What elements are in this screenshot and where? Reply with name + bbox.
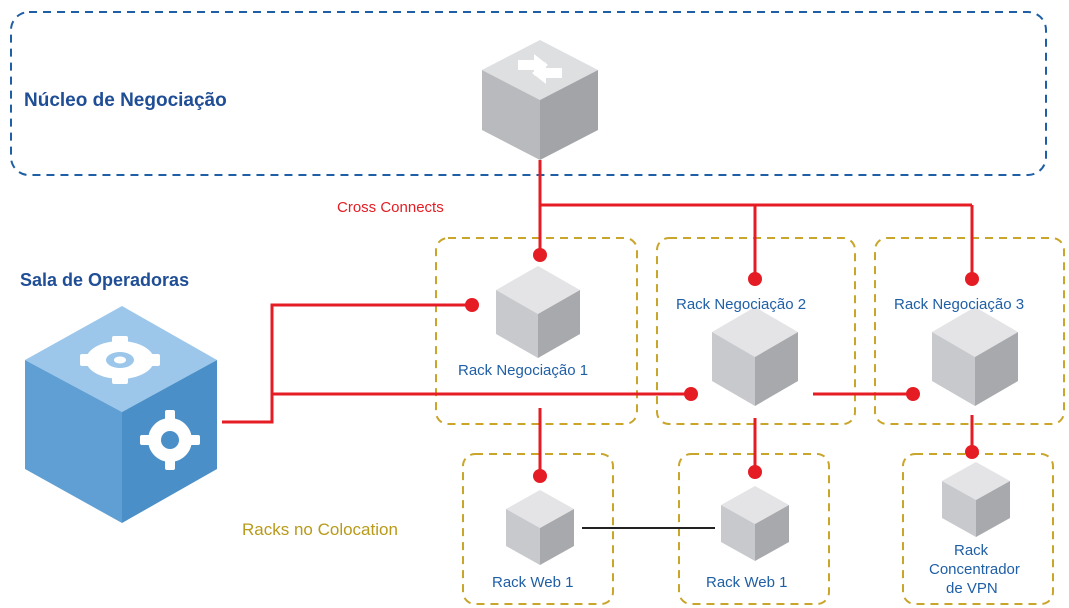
gear-server-icon [25,306,217,523]
rack-label-negociacao-1: Rack Negociação 1 [458,362,589,379]
rack-label-web-1a: Rack Web 1 [492,574,574,591]
rack-label-negociacao-3: Rack Negociação 3 [894,296,1025,313]
operators-zone-title: Sala de Operadoras [20,270,190,290]
core-zone-title: Núcleo de Negociação [24,90,227,111]
rack-label-vpn-line2: Concentrador [929,561,1020,578]
colocation-label: Racks no Colocation [242,520,398,539]
link-endpoints [465,248,979,483]
rack-cube-icon [721,486,789,561]
rack-label-vpn-line1: Rack [954,542,989,559]
cross-connects-label: Cross Connects [337,199,444,216]
rack-label-negociacao-2: Rack Negociação 2 [676,296,807,313]
rack-label-vpn-line3: de VPN [946,580,998,597]
core-zone-border [10,11,1047,176]
rack-cube-icon [496,266,580,358]
rack-cube-icon [942,462,1010,537]
rack-zone-web-1a [462,453,614,605]
rack-cube-icon [712,307,798,406]
network-switch-icon [482,40,598,160]
cross-connect-links [222,160,974,476]
rack-label-web-1b: Rack Web 1 [706,574,788,591]
rack-cube-icon [506,490,574,565]
rack-cube-icon [932,307,1018,406]
rack-zone-negociacao-1 [435,237,638,425]
